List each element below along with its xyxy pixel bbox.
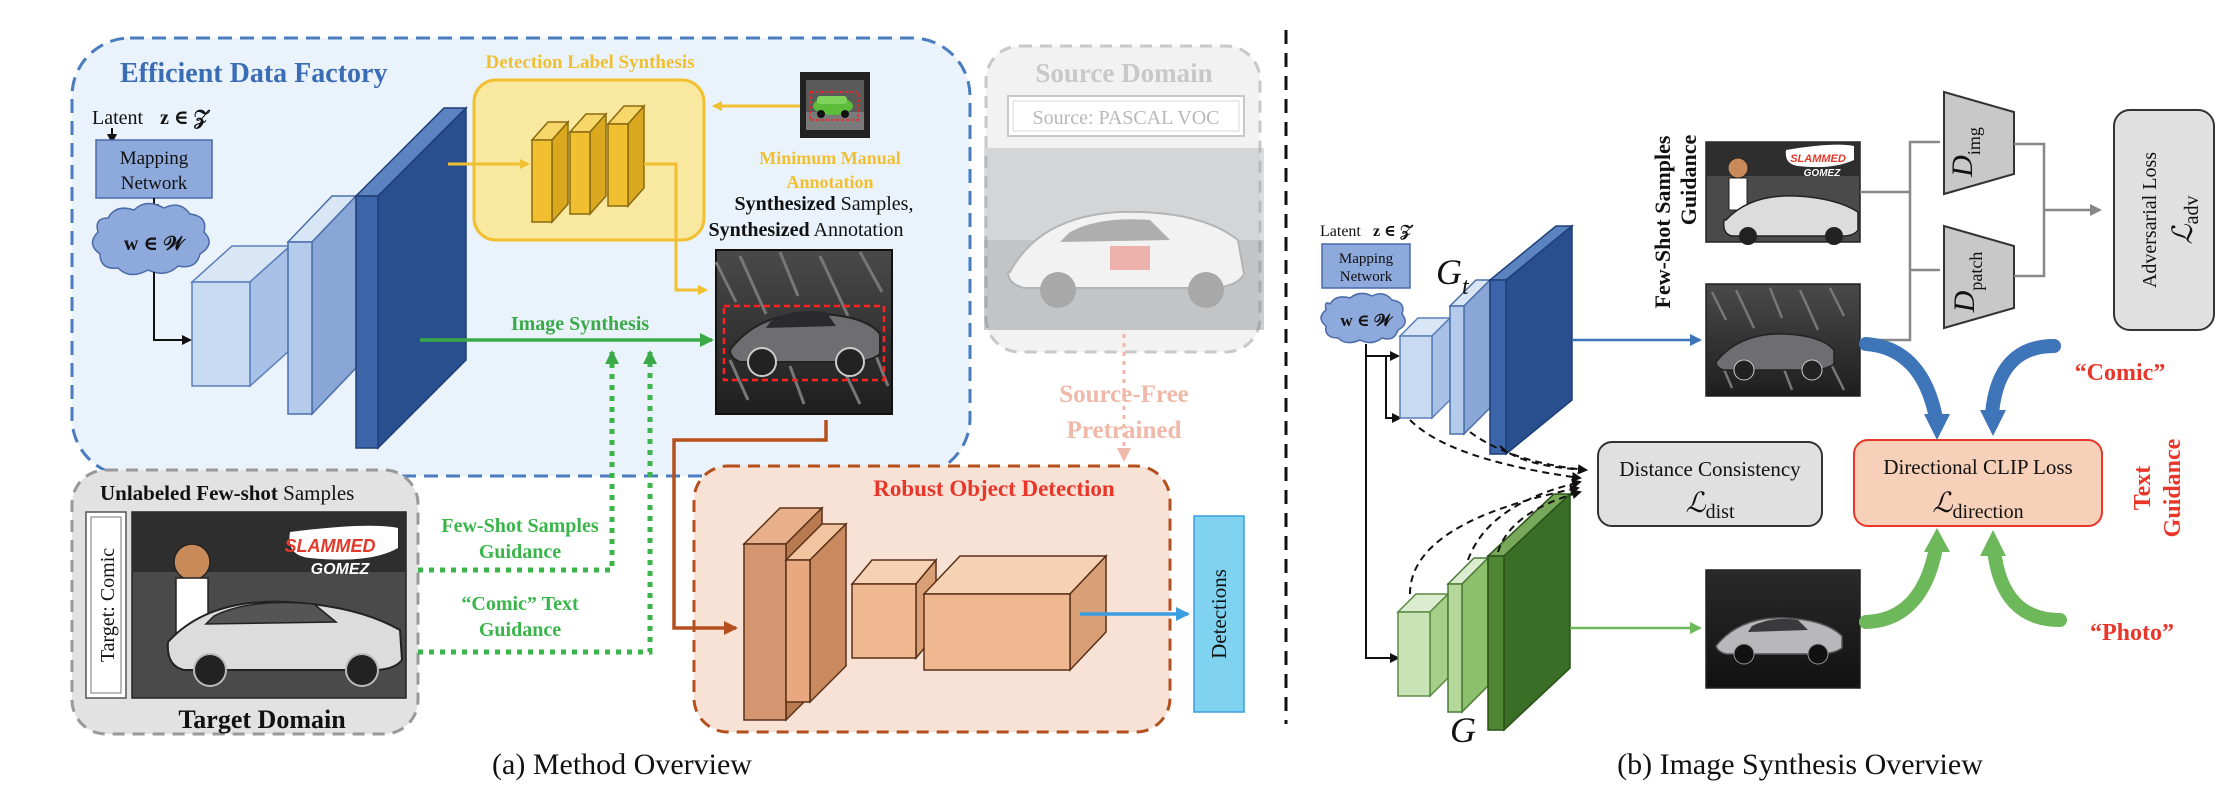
svg-text:GOMEZ: GOMEZ <box>1804 168 1842 179</box>
mapping-network-box <box>95 139 213 199</box>
data-factory-title: Efficient Data Factory <box>120 58 387 89</box>
text-guidance-line2: Guidance <box>2160 438 2186 537</box>
generator-block-3 <box>354 106 468 450</box>
mapping-network-line1: Mapping <box>120 148 189 169</box>
adversarial-loss-title: Adversarial Loss <box>2139 152 2161 288</box>
d-patch-label: Dpatch <box>1948 252 1986 314</box>
synthesized-annotation-caption: Synthesized Annotation <box>708 219 903 241</box>
synthesized-samples-caption: Synthesized Samples, <box>735 193 914 215</box>
distance-consistency-box <box>1597 441 1823 527</box>
b-few-shot-guidance-line2: Guidance <box>1676 135 1701 226</box>
b-mapping-network-box <box>1321 243 1411 289</box>
b-mapping-line1: Mapping <box>1339 251 1394 267</box>
panel-a-caption: (a) Method Overview <box>492 748 752 781</box>
b-w-space-label: w ∈ 𝒲 <box>1340 311 1393 330</box>
b-generated-comic-image <box>1705 283 1861 397</box>
few-shot-guidance-line1: Few-Shot Samples <box>441 515 598 537</box>
latent-label: Latent <box>92 107 144 129</box>
comic-text-curve-arrow <box>1985 339 2061 421</box>
gt-label: Gt <box>1436 252 1470 300</box>
source-label-box <box>1007 95 1245 137</box>
distance-consistency-symbol: ℒdist <box>1685 488 1735 523</box>
target-comic-label: Target: Comic <box>97 548 119 662</box>
w-space-cloud <box>91 202 210 276</box>
synthesized-car-image <box>714 249 893 415</box>
w-space-label: w ∈ 𝒲 <box>124 233 186 255</box>
photo-image-curve-arrow <box>1859 541 1943 629</box>
source-label-text: Source: PASCAL VOC <box>1032 107 1219 129</box>
manual-annotation-thumbnail <box>800 72 870 138</box>
latent-z-symbol: z ∈ 𝒵 <box>160 107 211 130</box>
detector-network <box>742 506 1108 722</box>
manual-annotation-line2: Annotation <box>786 172 873 192</box>
few-shot-guidance-line2: Guidance <box>479 541 561 563</box>
d-img-trapezoid <box>1943 90 2015 196</box>
b-mapping-line2: Network <box>1340 269 1393 285</box>
b-few-shot-sample-image: SLAMMED GOMEZ <box>1705 141 1861 245</box>
manual-annotation-line1: Minimum Manual <box>759 148 901 168</box>
label-synthesis-network <box>530 104 646 224</box>
b-w-space-cloud <box>1320 292 1406 344</box>
photo-text-prompt: “Photo” <box>2090 620 2174 646</box>
b-generated-photo-image <box>1705 569 1861 689</box>
svg-text:GOMEZ: GOMEZ <box>311 561 371 578</box>
comic-text-guidance-line1: “Comic” Text <box>461 593 579 615</box>
target-samples-title: Unlabeled Few-shot Samples <box>100 481 354 505</box>
label-synthesis-title: Detection Label Synthesis <box>486 52 695 73</box>
directional-clip-title: Directional CLIP Loss <box>1883 455 2072 479</box>
target-domain-footer: Target Domain <box>178 705 346 734</box>
directional-clip-loss-box <box>1853 439 2103 527</box>
detections-output-label: Detections <box>1207 569 1231 659</box>
image-synthesis-label: Image Synthesis <box>511 313 650 335</box>
g-label: G <box>1450 710 1476 750</box>
svg-text:SLAMMED: SLAMMED <box>1790 153 1846 165</box>
mapping-network-line2: Network <box>121 173 188 194</box>
comic-text-prompt: “Comic” <box>2075 360 2166 386</box>
object-detection-title: Robust Object Detection <box>873 476 1115 501</box>
gt-generator <box>1398 224 1575 456</box>
detections-output-box <box>1193 515 1245 713</box>
comic-text-guidance-line2: Guidance <box>479 619 561 641</box>
b-few-shot-guidance-line1: Few-Shot Samples <box>1650 135 1675 308</box>
text-guidance-line1: Text <box>2130 466 2156 510</box>
source-race-car-image <box>984 148 1264 330</box>
adversarial-loss-box <box>2113 109 2215 331</box>
d-patch-trapezoid <box>1943 224 2015 330</box>
b-latent-z-symbol: z ∈ 𝒵 <box>1373 223 1414 241</box>
adversarial-loss-symbol: ℒadv <box>2168 195 2203 244</box>
source-free-line2: Pretrained <box>1067 417 1182 444</box>
d-img-label: Dimg <box>1946 127 1984 178</box>
target-comic-sample-image: SLAMMED GOMEZ <box>131 511 407 699</box>
generator-block-1 <box>190 244 292 388</box>
directional-clip-symbol: ℒdirection <box>1932 488 2023 523</box>
comic-image-curve-arrow <box>1859 337 1943 425</box>
distance-consistency-title: Distance Consistency <box>1619 457 1801 481</box>
g-generator <box>1396 492 1572 732</box>
panel-b-caption: (b) Image Synthesis Overview <box>1617 748 1983 781</box>
b-latent-label: Latent <box>1320 223 1361 240</box>
source-free-line1: Source-Free <box>1059 381 1189 408</box>
svg-text:SLAMMED: SLAMMED <box>285 536 376 556</box>
source-domain-title: Source Domain <box>1035 58 1212 88</box>
photo-text-curve-arrow <box>1987 543 2067 627</box>
